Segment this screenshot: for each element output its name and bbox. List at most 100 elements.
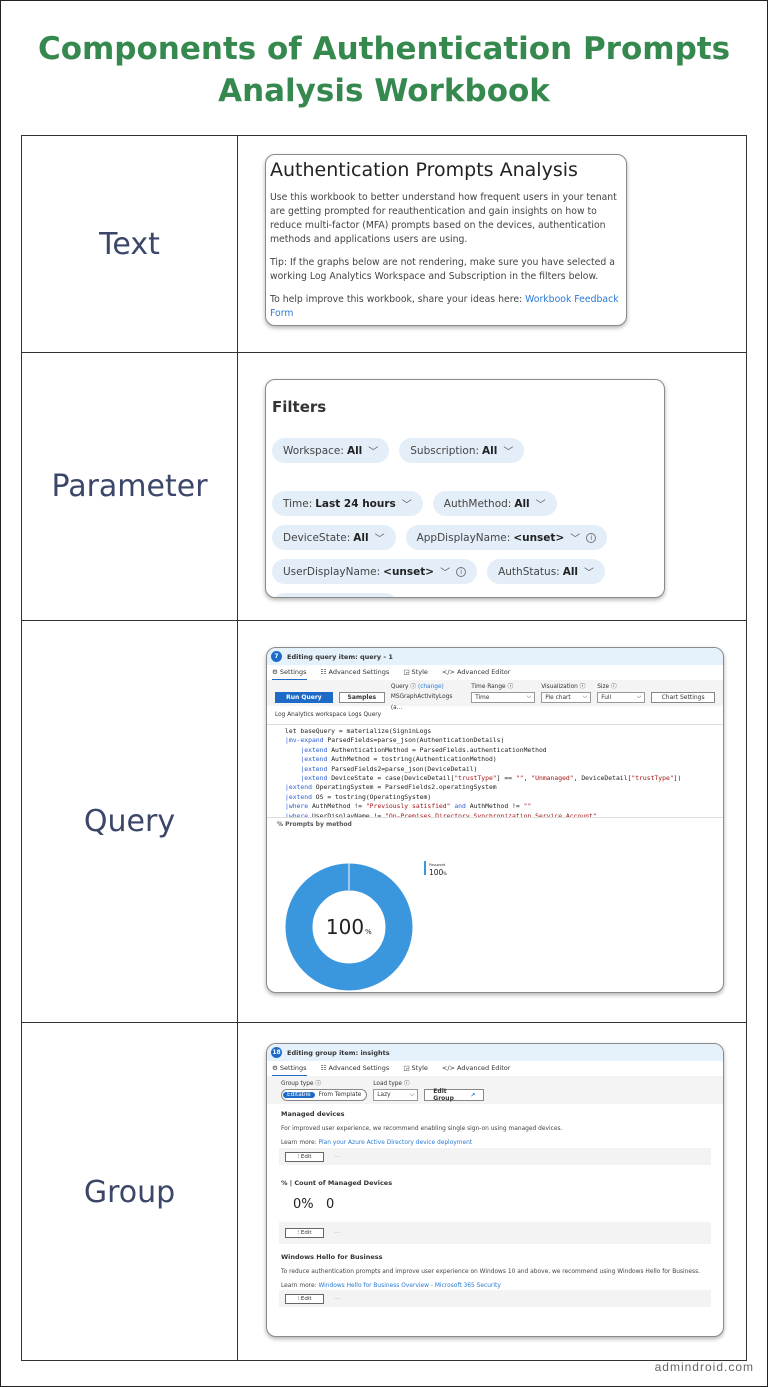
text-tip: Tip: If the graphs below are not renderi… [270, 257, 615, 282]
editor-tabs: ⚙ Settings ☷ Advanced Settings ◲ Style <… [267, 665, 723, 680]
components-table: Text Parameter Query Group [21, 135, 747, 1361]
time-range-select[interactable]: Time⌵ [471, 692, 536, 703]
tab-style[interactable]: ◲ Style [403, 668, 428, 676]
footer-brand: admindroid.com [654, 1360, 754, 1374]
code-line: |where AuthMethod != "Previously satisfi… [285, 802, 532, 811]
filter-subscription[interactable]: Subscription:All﹀ [399, 438, 525, 463]
info-icon[interactable]: i [586, 532, 597, 543]
chevron-down-icon: ﹀ [570, 534, 581, 545]
chevron-down-icon: ﹀ [503, 447, 514, 458]
text-card: Authentication Prompts Analysis Use this… [265, 154, 627, 326]
filter-pills: Workspace:All﹀ Subscription:All﹀ Time:Last… [266, 438, 664, 597]
filter-userdisplayname[interactable]: UserDisplayName:<unset>﹀i [272, 559, 478, 584]
row-group: Group [22, 1023, 746, 1361]
info-icon[interactable]: i [456, 566, 467, 577]
donut-chart: 100 % Password 100 % [285, 861, 447, 991]
text-heading: Authentication Prompts Analysis [270, 159, 578, 181]
managed-percent: 0% [293, 1197, 314, 1212]
tab-settings[interactable]: ⚙ Settings [272, 1064, 307, 1076]
more-options-button[interactable]: ··· [334, 1294, 341, 1303]
code-line: |mv-expand ParsedFields=parse_json(Authe… [285, 736, 505, 745]
code-line: |extend AuthenticationMethod = ParsedFie… [300, 745, 547, 754]
filter-devicestate[interactable]: DeviceState:All﹀ [272, 525, 396, 550]
chevron-down-icon: ﹀ [374, 534, 385, 545]
legend-swatch [424, 861, 426, 875]
code-line: |extend DeviceState = case(DeviceDetail[… [300, 774, 682, 783]
code-line: |extend AuthMethod = tostring(Authentica… [300, 755, 497, 764]
tab-advanced-editor[interactable]: </> Advanced Editor [441, 668, 511, 676]
samples-button[interactable]: Samples [338, 692, 385, 703]
legend-value: 100 [429, 868, 444, 877]
option-editable[interactable]: Editable [283, 1092, 315, 1098]
chevron-down-icon: ﹀ [440, 568, 451, 579]
row-label: Query [22, 621, 238, 1022]
filter-workspace[interactable]: Workspace:All﹀ [272, 438, 390, 463]
donut-center-value: 100 [326, 915, 364, 939]
code-line: |extend ParsedFields2=parse_json(DeviceD… [300, 764, 478, 773]
filter-os[interactable]: OS:<unset>﹀i [272, 593, 399, 597]
managed-count: 0 [326, 1197, 335, 1212]
tab-settings[interactable]: ⚙ Settings [272, 668, 307, 680]
edit-button[interactable]: ⁝ Edit [285, 1228, 324, 1238]
row-query: Query [22, 621, 746, 1023]
query-source-label: Log Analytics workspace Logs Query [275, 712, 382, 718]
section-managed-devices: Managed devices For improved user experi… [267, 1110, 723, 1165]
text-paragraph: Use this workbook to better understand h… [270, 192, 617, 245]
query-toolbar: Run Query Samples Query ⓘ (change)MSGrap… [267, 680, 723, 711]
filter-authmethod[interactable]: AuthMethod:All﹀ [432, 491, 557, 516]
option-from-template[interactable]: From Template [318, 1092, 362, 1098]
tab-advanced-settings[interactable]: ☷ Advanced Settings [320, 1064, 390, 1072]
edit-group-button[interactable]: Edit Group ↗ [424, 1088, 485, 1102]
filters-heading: Filters [272, 398, 327, 416]
chart-settings-button[interactable]: Chart Settings [651, 692, 715, 703]
section-windows-hello: Windows Hello for Business To reduce aut… [267, 1253, 723, 1307]
legend-label: Password [429, 863, 445, 867]
chevron-down-icon: ﹀ [584, 568, 595, 579]
filter-authstatus[interactable]: AuthStatus:All﹀ [487, 559, 606, 584]
run-query-button[interactable]: Run Query [275, 692, 333, 703]
more-options-button[interactable]: ··· [334, 1152, 341, 1161]
chevron-down-icon: ﹀ [535, 500, 546, 511]
filter-time[interactable]: Time:Last 24 hours﹀ [272, 491, 423, 516]
chart-title: % Prompts by method [277, 821, 352, 828]
legend-unit: % [443, 871, 447, 876]
row-text: Text [22, 136, 746, 353]
code-line: |extend OperatingSystem = ParsedFields2.… [285, 783, 497, 792]
code-line: |where UserDisplayName != "On-Premises D… [285, 811, 597, 818]
editor-tabs: ⚙ Settings ☷ Advanced Settings ◲ Style <… [267, 1061, 723, 1076]
row-label: Text [22, 136, 238, 352]
feedback-link[interactable]: Workbook Feedback Form [270, 294, 619, 319]
step-badge: 18 [271, 1047, 282, 1058]
chevron-down-icon: ﹀ [368, 447, 379, 458]
donut-center-unit: % [365, 928, 372, 936]
tab-advanced-editor[interactable]: </> Advanced Editor [441, 1064, 511, 1072]
more-options-button[interactable]: ··· [334, 1229, 341, 1237]
filters-card: Filters Workspace:All﹀ Subscription:All﹀ T… [265, 379, 665, 598]
load-type-select[interactable]: Lazy⌵ [373, 1089, 419, 1101]
query-field: Query ⓘ (change)MSGraphActivityLogs (a..… [390, 684, 453, 711]
row-parameter: Parameter [22, 353, 746, 621]
visualization-select[interactable]: Pie chart⌵ [541, 692, 592, 703]
query-code-editor[interactable]: let baseQuery = materialize(SigninLogs|m… [267, 724, 723, 818]
tab-style[interactable]: ◲ Style [403, 1064, 428, 1072]
windows-hello-link[interactable]: Windows Hello for Business Overview - Mi… [318, 1283, 501, 1289]
text-feedback: To help improve this workbook, share you… [270, 294, 619, 319]
managed-devices-link[interactable]: Plan your Azure Active Directory device … [318, 1140, 473, 1146]
external-link-icon: ↗ [470, 1091, 476, 1099]
size-select[interactable]: Full⌵ [597, 692, 646, 703]
tab-advanced-settings[interactable]: ☷ Advanced Settings [320, 668, 390, 676]
filter-appdisplayname[interactable]: AppDisplayName:<unset>﹀i [405, 525, 608, 550]
edit-button[interactable]: ⁝ Edit [285, 1151, 324, 1162]
code-line: |extend OS = tostring(OperatingSystem) [285, 792, 432, 801]
edit-button[interactable]: ⁝ Edit [285, 1293, 324, 1304]
change-link[interactable]: (change) [417, 684, 444, 690]
